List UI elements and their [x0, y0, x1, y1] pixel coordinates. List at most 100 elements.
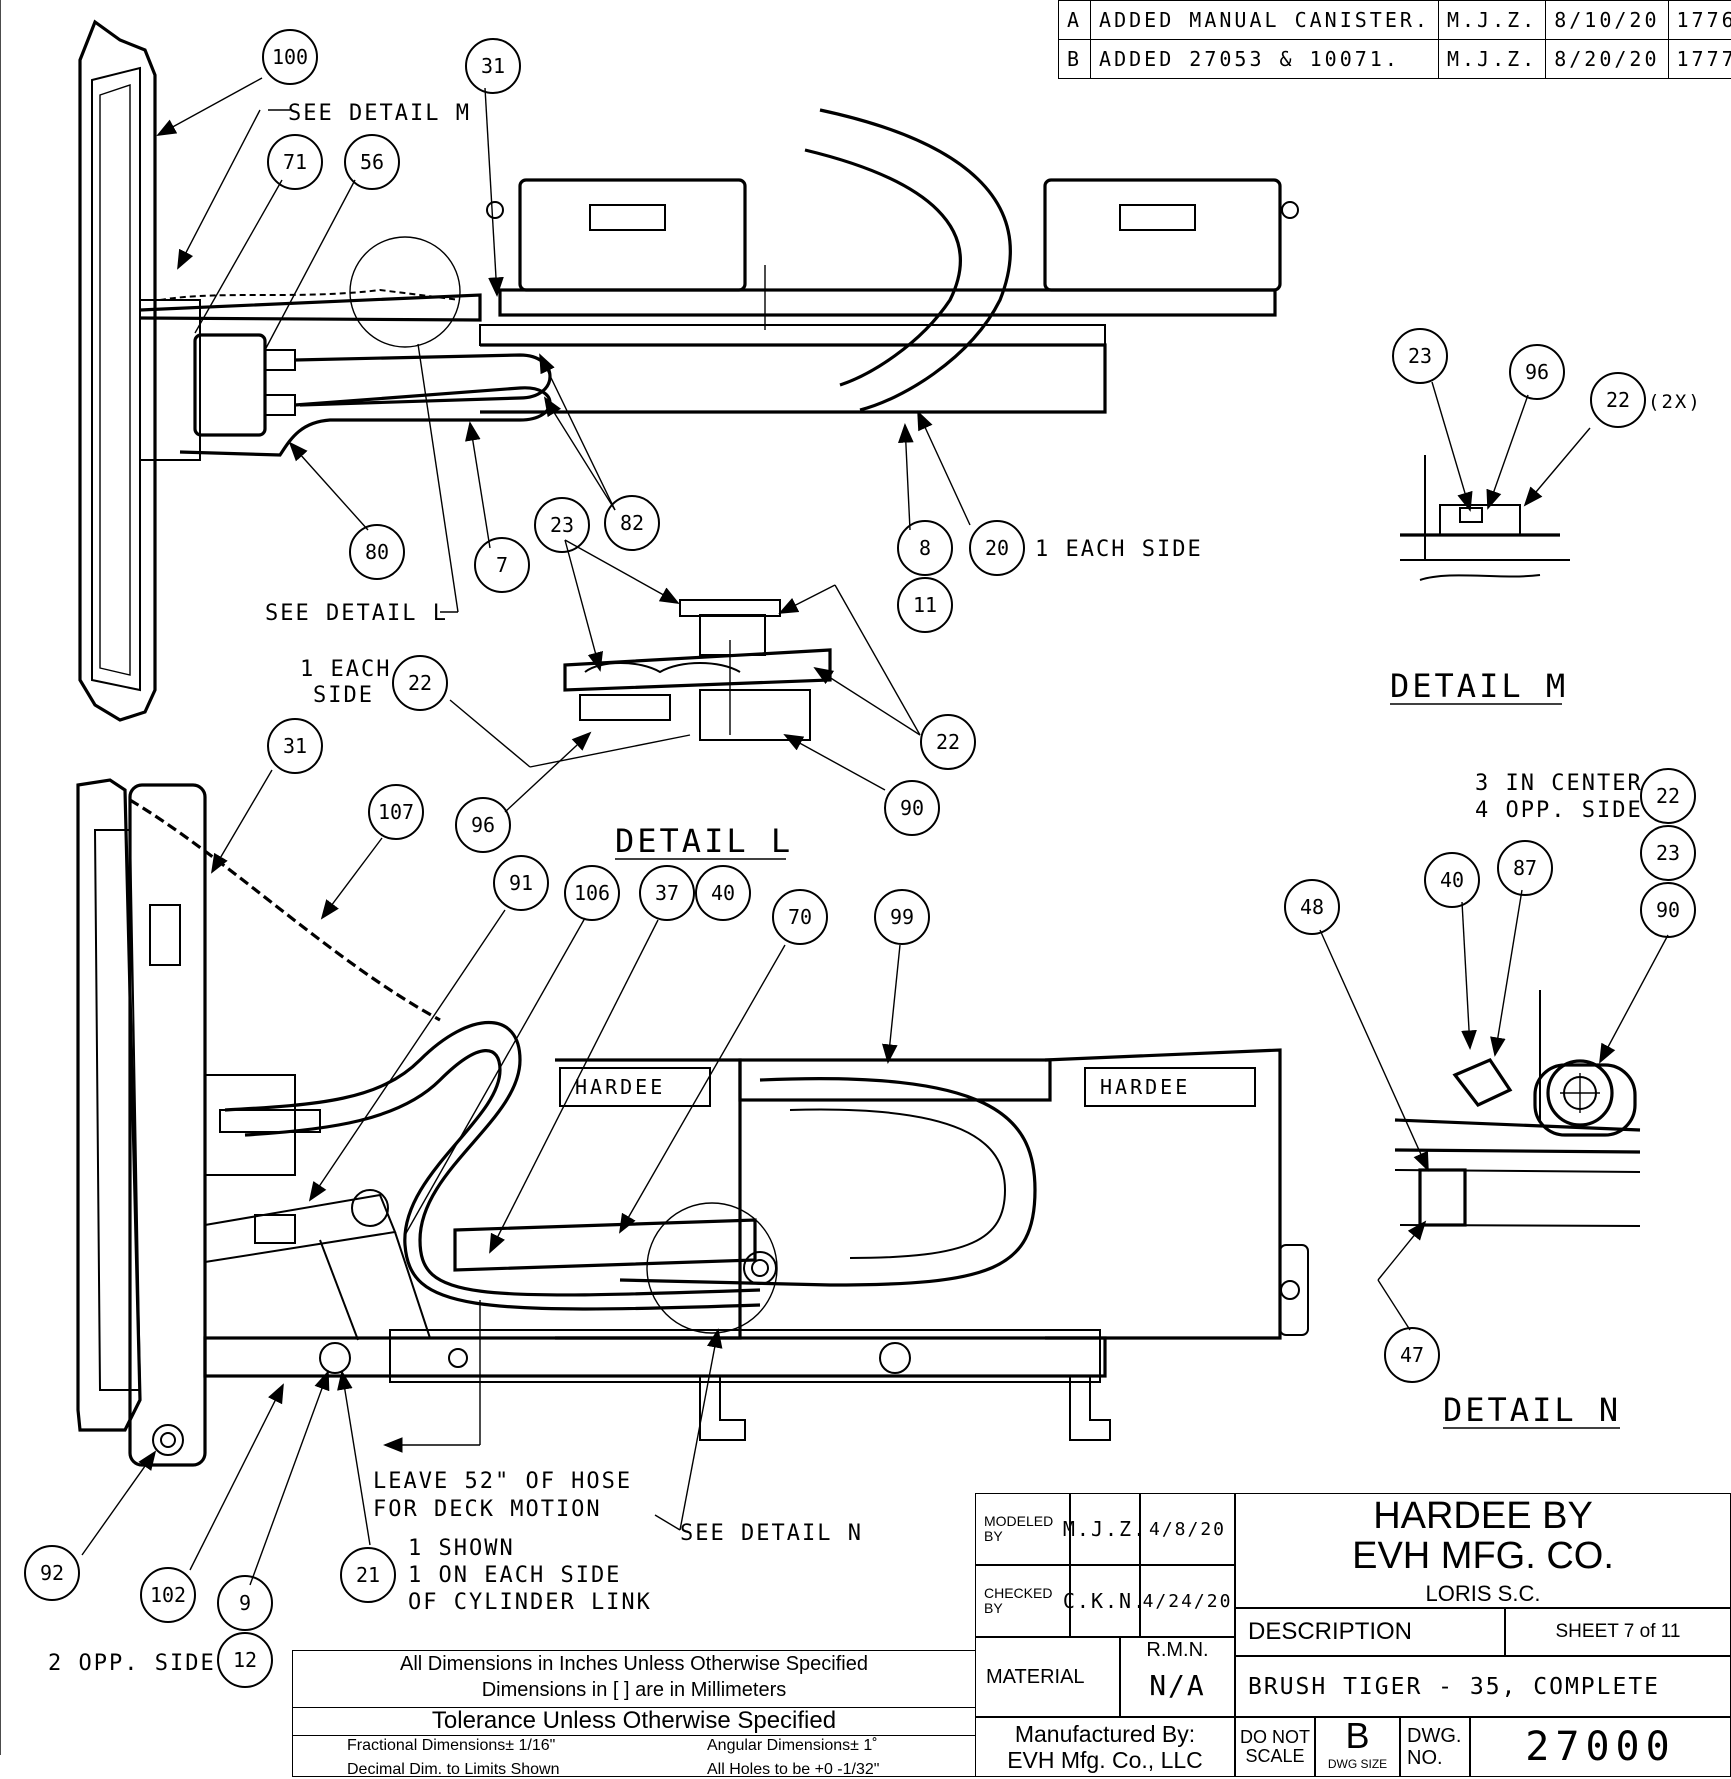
modeled-date: 4/8/20: [1140, 1493, 1235, 1565]
title-detail-l: DETAIL L: [615, 822, 793, 860]
balloon-56: 56: [345, 135, 399, 189]
balloon-22-detail-n: 22: [1641, 769, 1695, 823]
do-not-scale: DO NOT SCALE: [1235, 1717, 1315, 1777]
balloon-106: 106: [565, 866, 619, 920]
note-leave-hose-1: LEAVE 52" OF HOSE: [373, 1469, 632, 1494]
note-one-each-22-b: SIDE: [313, 683, 374, 708]
balloon-48: 48: [1285, 880, 1339, 934]
svg-text:22: 22: [408, 671, 432, 695]
revision-table: A ADDED MANUAL CANISTER. M.J.Z. 8/10/20 …: [1058, 0, 1731, 79]
tolerance-line-2: Dimensions in [ ] are in Millimeters: [293, 1679, 975, 1702]
tolerance-title: Tolerance Unless Otherwise Specified: [293, 1707, 975, 1735]
tolerance-decimal: Decimal Dim. to Limits Shown: [347, 1761, 560, 1779]
svg-text:40: 40: [711, 881, 735, 905]
note-one-each-22-a: 1 EACH: [300, 657, 391, 682]
checked-by-label: CHECKED BY: [975, 1565, 1070, 1637]
rev-letter: A: [1059, 1, 1091, 40]
balloon-96-detail-l: 96: [456, 798, 510, 852]
balloon-22-detail-l-right: 22: [921, 715, 975, 769]
balloon-90-detail-l: 90: [885, 781, 939, 835]
svg-text:102: 102: [150, 1583, 186, 1607]
material-label: MATERIAL: [975, 1637, 1120, 1717]
decal-hardee-left: HARDEE: [575, 1075, 665, 1099]
drawing-size: B: [1315, 1715, 1400, 1757]
balloon-31-top: 31: [466, 39, 520, 93]
svg-text:20: 20: [985, 536, 1009, 560]
rev-description: ADDED 27053 & 10071.: [1091, 40, 1439, 79]
detail-l-drawing: [565, 600, 830, 740]
balloon-23-detail-l: 23: [535, 498, 589, 552]
rev-date: 8/10/20: [1546, 1, 1668, 40]
svg-text:12: 12: [233, 1648, 257, 1672]
balloon-23-detail-n: 23: [1641, 826, 1695, 880]
svg-text:87: 87: [1513, 856, 1537, 880]
svg-text:92: 92: [40, 1561, 64, 1585]
drawing-number: 27000: [1470, 1717, 1731, 1777]
description-label: DESCRIPTION: [1235, 1608, 1505, 1656]
svg-text:7: 7: [496, 553, 508, 577]
revision-row: B ADDED 27053 & 10071. M.J.Z. 8/20/20 17…: [1059, 40, 1731, 79]
balloon-8: 8: [898, 521, 952, 575]
svg-text:100: 100: [272, 45, 308, 69]
dwg-no-label: DWG. NO.: [1400, 1717, 1470, 1777]
rev-eco: 1776: [1668, 1, 1731, 40]
balloon-20: 20: [970, 521, 1024, 575]
rmn: R.M.N.: [1120, 1639, 1235, 1662]
balloon-96-detail-m: 96: [1510, 345, 1564, 399]
tolerance-holes: All Holes to be +0 -1/32": [707, 1761, 879, 1779]
tolerance-angular: Angular Dimensions± 1˚: [707, 1737, 878, 1755]
balloon-12: 12: [218, 1633, 272, 1687]
svg-text:22: 22: [936, 730, 960, 754]
title-block: MODELED BY M.J.Z. 4/8/20 CHECKED BY C.K.…: [975, 1493, 1731, 1777]
svg-text:21: 21: [356, 1563, 380, 1587]
balloon-99: 99: [875, 890, 929, 944]
svg-text:23: 23: [550, 513, 574, 537]
note-see-detail-n: SEE DETAIL N: [680, 1521, 863, 1546]
svg-text:48: 48: [1300, 895, 1324, 919]
rev-date: 8/20/20: [1546, 40, 1668, 79]
title-detail-n: DETAIL N: [1443, 1391, 1621, 1429]
tolerance-line-1: All Dimensions in Inches Unless Otherwis…: [293, 1653, 975, 1676]
balloon-21: 21: [341, 1548, 395, 1602]
detail-n-drawing: [1395, 990, 1640, 1226]
balloon-47: 47: [1385, 1328, 1439, 1382]
company-location: LORIS S.C.: [1235, 1581, 1731, 1607]
balloon-37: 37: [640, 866, 694, 920]
revision-row: A ADDED MANUAL CANISTER. M.J.Z. 8/10/20 …: [1059, 1, 1731, 40]
balloon-91: 91: [494, 856, 548, 910]
balloon-92: 92: [25, 1546, 79, 1600]
modeled-by: M.J.Z.: [1070, 1493, 1140, 1565]
balloon-31-side: 31: [268, 719, 322, 773]
material: N/A: [1120, 1669, 1235, 1702]
note-two-opp-side: 2 OPP. SIDE: [48, 1651, 216, 1676]
note-leave-hose-2: FOR DECK MOTION: [373, 1497, 602, 1522]
balloon-70: 70: [773, 890, 827, 944]
rev-by: M.J.Z.: [1438, 40, 1545, 79]
balloon-11: 11: [898, 578, 952, 632]
balloon-80: 80: [350, 525, 404, 579]
note-see-detail-m: SEE DETAIL M: [288, 101, 471, 126]
svg-text:9: 9: [239, 1591, 251, 1615]
svg-text:31: 31: [283, 734, 307, 758]
svg-text:96: 96: [471, 813, 495, 837]
decal-hardee-right: HARDEE: [1100, 1075, 1190, 1099]
svg-text:8: 8: [919, 536, 931, 560]
balloon-23-detail-m: 23: [1393, 329, 1447, 383]
title-detail-m: DETAIL M: [1390, 667, 1568, 705]
svg-text:22: 22: [1606, 388, 1630, 412]
balloon-22-detail-l-left: 22: [393, 656, 447, 710]
detail-m-drawing: [1400, 455, 1570, 580]
svg-text:90: 90: [900, 796, 924, 820]
rev-by: M.J.Z.: [1438, 1, 1545, 40]
svg-text:47: 47: [1400, 1343, 1424, 1367]
svg-text:107: 107: [378, 800, 414, 824]
balloon-22-detail-m: 22: [1591, 373, 1645, 427]
manufacturer: EVH Mfg. Co., LLC: [975, 1747, 1235, 1774]
balloon-40-detail-n: 40: [1425, 853, 1479, 907]
balloon-107: 107: [369, 785, 423, 839]
svg-text:31: 31: [481, 54, 505, 78]
svg-text:40: 40: [1440, 868, 1464, 892]
note-one-each-cyl-2: OF CYLINDER LINK: [408, 1590, 652, 1615]
note-see-detail-l: SEE DETAIL L: [265, 601, 448, 626]
modeled-by-label: MODELED BY: [975, 1493, 1070, 1565]
